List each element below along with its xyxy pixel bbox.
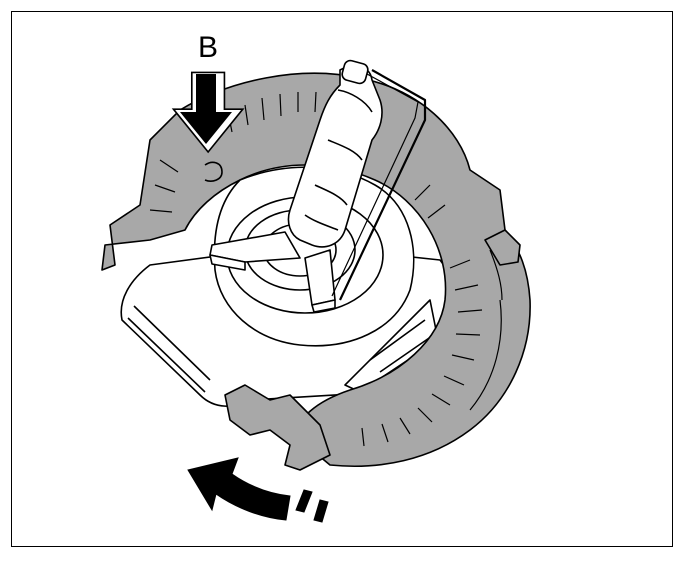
bulb-base bbox=[209, 231, 336, 313]
callout-b-arrow bbox=[171, 71, 245, 182]
callout-label-b: B bbox=[198, 31, 219, 64]
retaining-ring bbox=[101, 72, 531, 471]
bulb-capsule bbox=[287, 59, 427, 301]
rotation-arrow bbox=[187, 457, 329, 523]
